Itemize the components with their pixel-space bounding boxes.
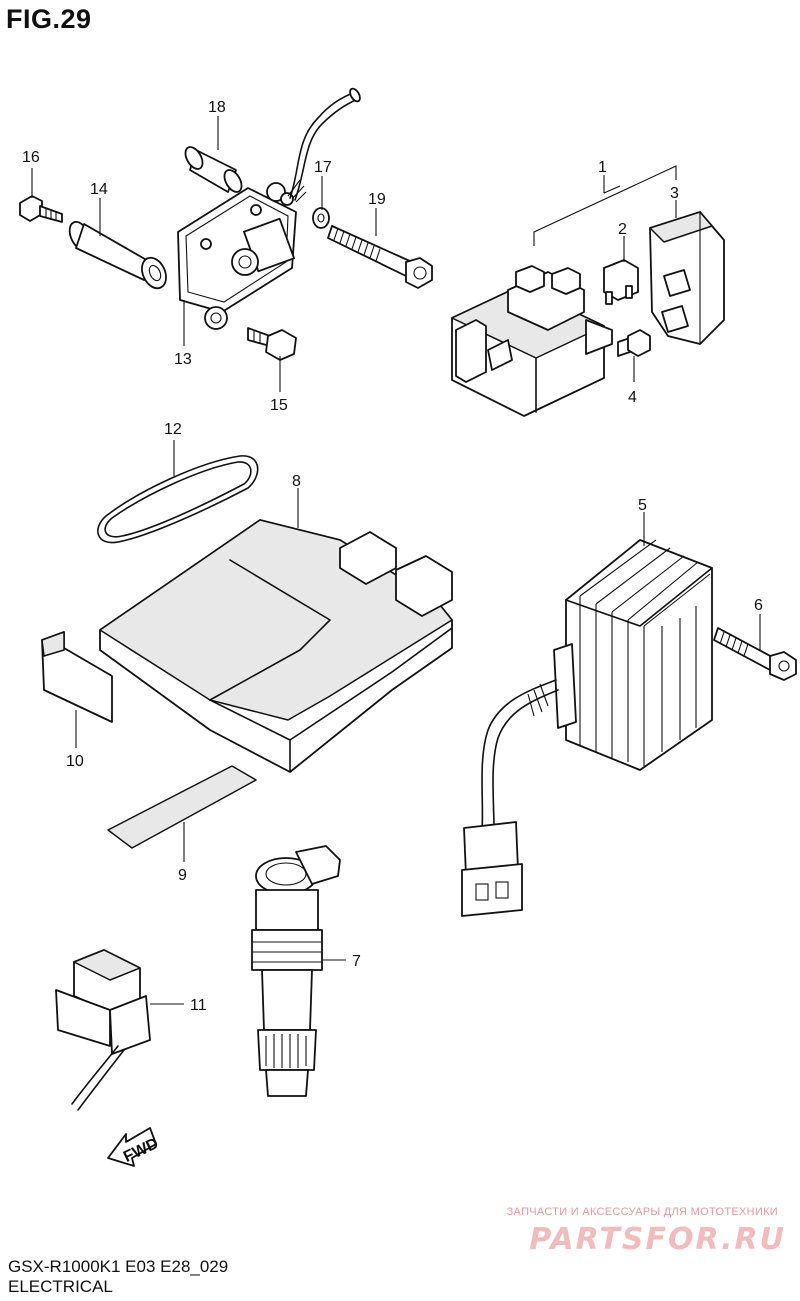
callout-4: 4 <box>628 389 637 406</box>
watermark-tagline: ЗАПЧАСТИ И АКСЕССУАРЫ ДЛЯ МОТОТЕХНИКИ <box>506 1206 778 1218</box>
callout-19: 19 <box>368 191 386 208</box>
watermark-logo: PARTSFOR.RU <box>529 1222 786 1257</box>
part-1-relay <box>451 265 613 417</box>
part-3-fusebox-cover <box>649 211 725 345</box>
callout-17: 17 <box>314 159 332 176</box>
part-9-pad <box>107 765 257 849</box>
part-18-cap <box>184 146 243 193</box>
part-15-bolt <box>247 327 297 361</box>
part-6-bolt <box>713 627 797 681</box>
section-name: ELECTRICAL <box>8 1277 113 1296</box>
callout-8: 8 <box>292 473 301 490</box>
part-17-washer <box>312 207 330 229</box>
callout-11: 11 <box>190 997 207 1014</box>
part-12-seal <box>97 455 259 544</box>
callout-16: 16 <box>22 149 40 166</box>
part-16-bolt <box>19 195 63 223</box>
footer: GSX-R1000K1 E03 E28_029 ELECTRICAL <box>8 1257 228 1297</box>
callout-3: 3 <box>670 185 679 202</box>
callout-15: 15 <box>270 397 288 414</box>
leader-lines <box>31 116 761 1005</box>
callout-7: 7 <box>352 953 361 970</box>
callout-2: 2 <box>618 221 627 238</box>
callout-12: 12 <box>164 421 182 438</box>
figure-title: FIG.29 <box>6 4 92 34</box>
part-13-sensor <box>177 87 361 330</box>
model-code: GSX-R1000K1 E03 E28_029 <box>8 1257 229 1276</box>
fwd-arrow-icon: FWD <box>107 1127 161 1167</box>
part-4-bolt <box>617 329 651 357</box>
callout-13: 13 <box>174 351 192 368</box>
callout-9: 9 <box>178 867 187 884</box>
callout-labels: 1 2 3 4 5 6 7 8 9 10 11 12 13 14 15 16 1… <box>22 99 763 1014</box>
callout-5: 5 <box>638 497 647 514</box>
part-2-fuse <box>603 259 639 305</box>
part-11-sensor <box>55 949 151 1111</box>
part-8-ecu <box>99 519 453 773</box>
part-7-ignition-coil <box>251 845 341 1097</box>
callout-6: 6 <box>754 597 763 614</box>
part-5-regulator <box>461 539 713 917</box>
part-19-long-bolt <box>327 225 433 289</box>
part-14-collar <box>68 220 167 290</box>
callout-18: 18 <box>208 99 226 116</box>
callout-1: 1 <box>598 159 607 176</box>
callout-10: 10 <box>66 753 84 770</box>
callout-14: 14 <box>90 181 108 198</box>
part-10-label <box>41 631 113 723</box>
